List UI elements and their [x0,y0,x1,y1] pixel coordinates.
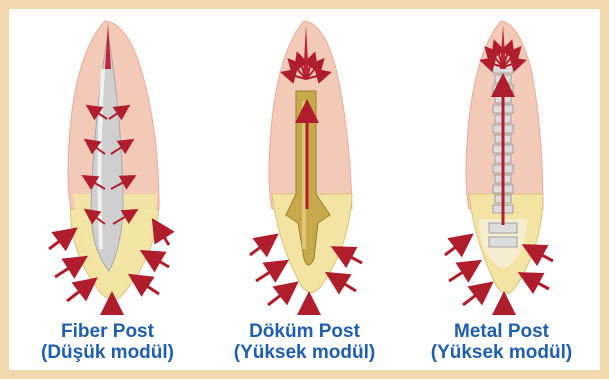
panel-dokum-post: Döküm Post (Yüksek modül) [206,9,403,370]
post-modulus: (Düşük modül) [9,342,206,363]
post-name: Metal Post [403,321,600,342]
post-name: Döküm Post [206,321,403,342]
tooth-dokum-post-illustration [206,9,403,319]
caption-fiber-post: Fiber Post (Düşük modül) [9,321,206,363]
post-name: Fiber Post [9,321,206,342]
caption-dokum-post: Döküm Post (Yüksek modül) [206,321,403,363]
tooth-fiber-post-illustration [9,9,206,319]
figure-frame: Fiber Post (Düşük modül) [9,9,600,370]
post-modulus: (Yüksek modül) [206,342,403,363]
tooth-metal-post-illustration [403,9,600,319]
caption-metal-post: Metal Post (Yüksek modül) [403,321,600,363]
post-modulus: (Yüksek modül) [403,342,600,363]
panel-fiber-post: Fiber Post (Düşük modül) [9,9,206,370]
panel-metal-post: Metal Post (Yüksek modül) [403,9,600,370]
